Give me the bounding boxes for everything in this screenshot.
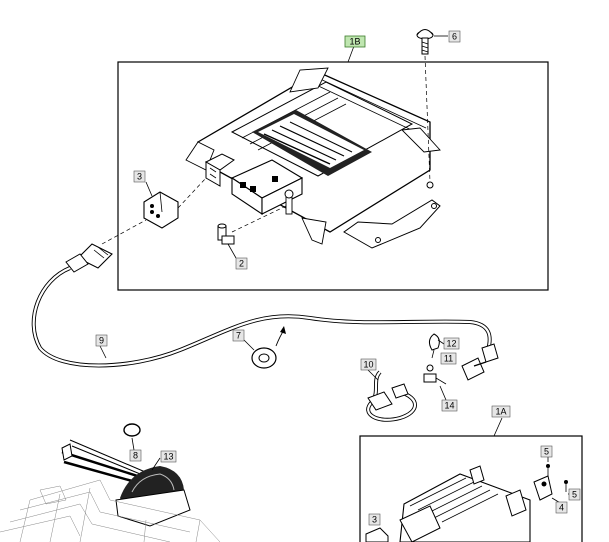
bracket-4-part: [533, 475, 553, 501]
callout-3-bottom[interactable]: 3: [368, 513, 381, 526]
leader-14: [439, 385, 447, 401]
svg-text:5: 5: [544, 447, 549, 457]
callout-11[interactable]: 11: [440, 352, 457, 365]
harness-10-part: [366, 370, 417, 422]
leader-1b: [347, 45, 355, 63]
clip-12-part: [428, 333, 440, 359]
callout-12[interactable]: 12: [443, 337, 460, 350]
callout-3-top[interactable]: 3: [133, 170, 146, 183]
leader-10: [367, 369, 379, 381]
leader-1a: [493, 417, 503, 437]
callout-1a[interactable]: 1A: [491, 405, 511, 418]
svg-text:13: 13: [163, 452, 173, 462]
callout-5-right[interactable]: 5: [568, 488, 581, 501]
callout-5-top[interactable]: 5: [540, 445, 553, 458]
frame-1b: [117, 61, 549, 291]
leader-13: [151, 457, 161, 471]
callout-9[interactable]: 9: [95, 334, 108, 347]
svg-text:3: 3: [137, 172, 142, 182]
callout-8[interactable]: 8: [129, 449, 142, 462]
svg-text:1B: 1B: [349, 37, 360, 47]
leader-3a: [145, 181, 153, 197]
svg-text:11: 11: [444, 354, 453, 364]
callout-1b[interactable]: 1B: [344, 35, 366, 48]
frame-1a: [359, 435, 583, 542]
tie-14-part: [423, 364, 447, 385]
leader-2: [227, 243, 237, 259]
screw-5b-part: [564, 480, 568, 492]
svg-text:14: 14: [444, 401, 454, 411]
harness-9-part: [31, 243, 499, 381]
svg-text:5: 5: [572, 490, 577, 500]
svg-text:3: 3: [372, 515, 377, 525]
callout-2[interactable]: 2: [235, 257, 248, 270]
svg-text:7: 7: [236, 331, 241, 341]
svg-text:4: 4: [559, 503, 564, 513]
grommet-7-part: [251, 326, 286, 369]
callout-10[interactable]: 10: [360, 358, 377, 371]
svg-text:10: 10: [363, 360, 373, 370]
ring-8-part: [123, 423, 141, 437]
svg-text:12: 12: [446, 339, 456, 349]
controller-1a-part: [399, 465, 531, 542]
screw-5a-part: [546, 464, 550, 476]
cab-structure: [0, 479, 221, 542]
callout-7[interactable]: 7: [232, 329, 245, 342]
leader-bolt-6: [424, 55, 431, 183]
callout-4[interactable]: 4: [555, 501, 568, 514]
elbow-2-part: [217, 223, 235, 245]
svg-text:2: 2: [239, 259, 244, 269]
antenna-13-part: [61, 439, 191, 527]
callout-13[interactable]: 13: [160, 450, 177, 463]
svg-text:8: 8: [133, 451, 138, 461]
connector-3-part: [143, 191, 179, 229]
callout-6[interactable]: 6: [448, 30, 461, 43]
leader-8: [131, 437, 135, 451]
svg-text:1A: 1A: [495, 407, 506, 417]
svg-text:6: 6: [452, 32, 457, 42]
connector-3b-part: [365, 527, 389, 542]
leader-9: [99, 345, 107, 359]
leader-7: [243, 339, 255, 351]
controller-unit: [185, 67, 441, 249]
bolt-6-part: [416, 29, 434, 55]
svg-text:9: 9: [99, 336, 104, 346]
callout-14[interactable]: 14: [441, 399, 458, 412]
